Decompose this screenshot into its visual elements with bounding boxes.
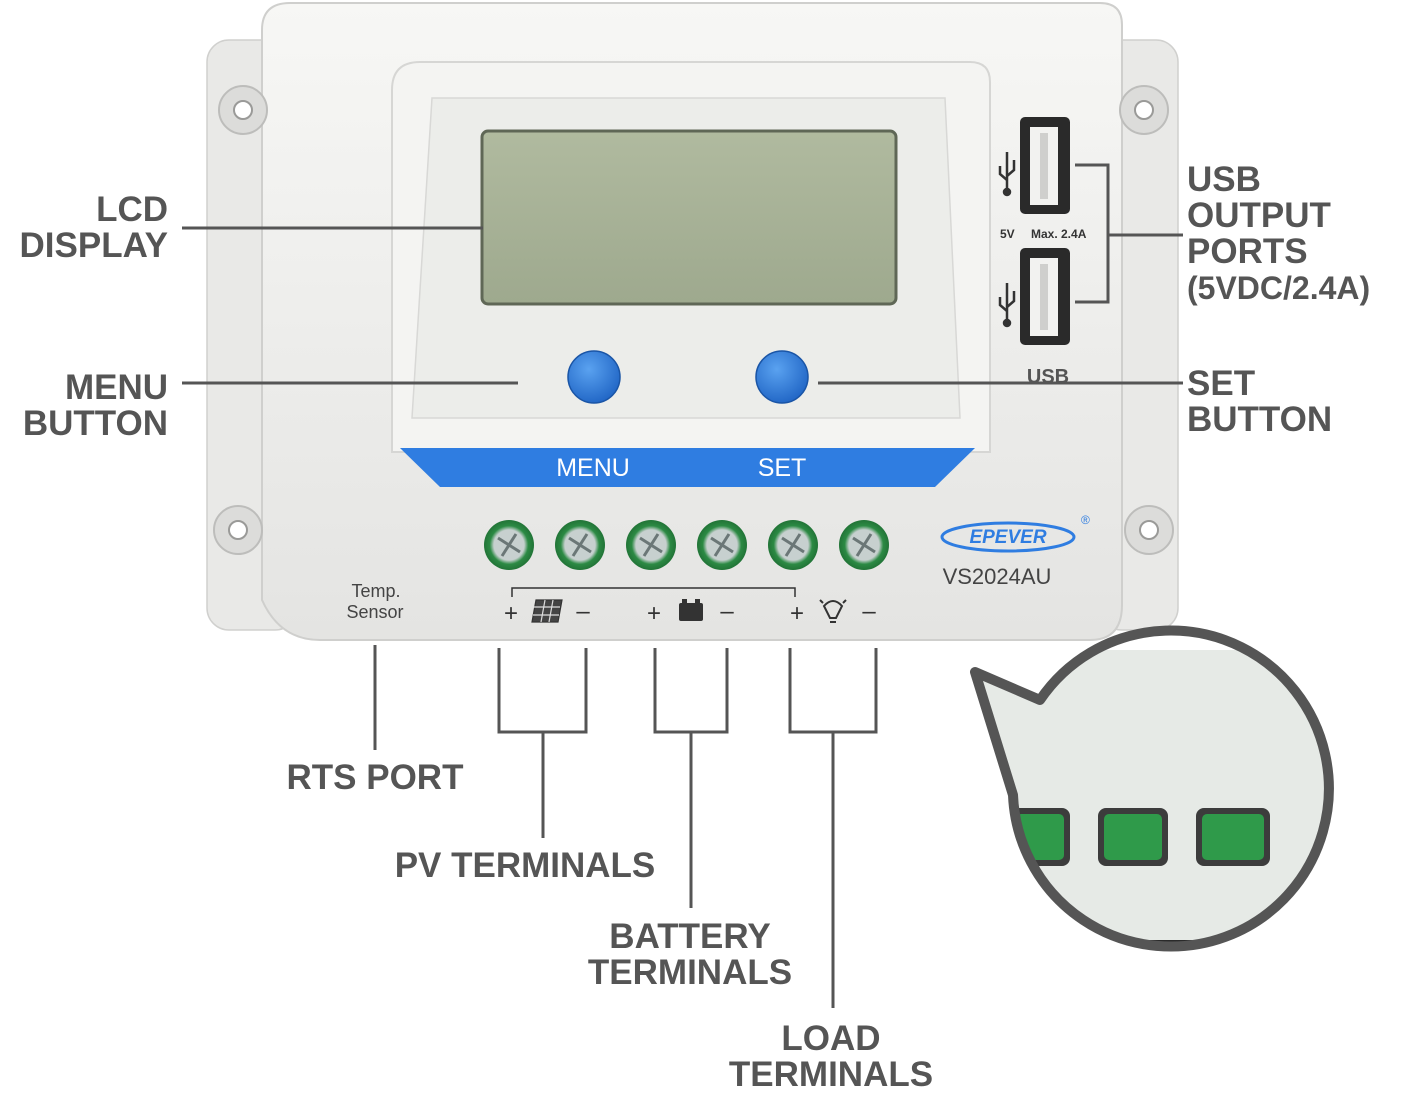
epever-logo: EPEVER ® [940,513,1090,553]
leader-load-bracket [788,648,878,734]
usb-output-ports-label-line3: PORTS [1187,232,1308,271]
pv-plus-sign: + [504,600,518,627]
mounting-hole-tl [218,85,268,135]
temp-sensor-line2: Sensor [346,602,403,622]
zoom-inset [970,625,1334,952]
menu-button-label: MENU BUTTON [23,370,168,442]
usb-spec-current: Max. 2.4A [1031,227,1087,241]
set-button-label-line1: SET [1187,364,1256,403]
set-button-label: SET BUTTON [1187,366,1332,438]
terminal-load-positive[interactable] [768,520,818,570]
solar-panel-icon [531,599,563,623]
button-label-band [400,448,975,487]
menu-button-label-line1: MENU [64,368,168,407]
zoom-terminal-slot [1098,808,1168,866]
pv-terminals-label-text: PV TERMINALS [394,846,656,885]
usb-port-2[interactable] [1020,248,1070,345]
usb-output-ports-label-line1: USB [1187,160,1261,199]
pv-terminals-label: PV TERMINALS [370,848,680,884]
lcd-display-label-line2: DISPLAY [19,226,168,265]
usb-symbol-icon [998,283,1016,328]
usb-symbol-icon [998,152,1016,197]
terminal-screws [484,520,889,570]
terminal-pv-positive[interactable] [484,520,534,570]
mounting-hole-tr [1119,85,1169,135]
load-minus-sign: – [862,598,876,625]
load-terminals-label-line1: LOAD [781,1019,881,1058]
usb-output-ports-label: USB OUTPUT PORTS (5VDC/2.4A) [1187,160,1371,307]
lcd-screen [480,129,898,306]
leader-battery-bracket [653,648,729,734]
lamp-icon [819,599,847,623]
leader-lines [182,163,1183,1008]
battery-terminals-label-line2: TERMINALS [587,953,793,992]
battery-icon [679,599,703,621]
set-button[interactable] [755,350,809,404]
terminal-battery-positive[interactable] [626,520,676,570]
battery-plus-sign: + [647,600,661,627]
menu-button[interactable] [567,350,621,404]
lcd-display-label-line1: LCD [96,190,168,229]
menu-band-label: MENU [556,454,630,482]
lcd-display-label: LCD DISPLAY [20,192,168,264]
usb-port-1[interactable] [1020,117,1070,214]
rts-port-label: RTS PORT [270,760,480,796]
mounting-hole-br [1124,505,1174,555]
usb-text: USB [1027,366,1069,388]
load-plus-sign: + [790,600,804,627]
menu-button-label-line2: BUTTON [22,404,168,443]
temp-sensor-line1: Temp. [351,581,400,601]
model-number: VS2024AU [943,564,1052,589]
terminal-battery-negative[interactable] [697,520,747,570]
usb-output-ports-label-line4: (5VDC/2.4A) [1187,270,1371,306]
usb-output-ports-label-line2: OUTPUT [1187,196,1331,235]
battery-minus-sign: – [720,598,734,625]
set-band-label: SET [758,454,807,482]
rts-port-label-text: RTS PORT [286,758,464,797]
terminal-pv-negative[interactable] [555,520,605,570]
brand-registered-mark: ® [1081,513,1090,527]
terminal-load-negative[interactable] [839,520,889,570]
usb-spec-voltage: 5V [1000,227,1015,241]
mounting-hole-bl [213,505,263,555]
load-terminals-label-line2: TERMINALS [728,1055,934,1094]
set-button-label-line2: BUTTON [1187,400,1333,439]
load-terminals-label: LOAD TERMINALS [705,1021,957,1093]
battery-terminals-label: BATTERY TERMINALS [560,919,820,991]
pv-minus-sign: – [576,598,590,625]
zoom-terminal-slot [1196,808,1270,866]
brand-text: EPEVER [969,527,1046,548]
controller-body: MENU SET 5V Max. 2.4A USB [206,2,1179,641]
terminal-legend-bracket [511,587,796,597]
battery-terminals-label-line1: BATTERY [609,917,771,956]
zoom-inset-border [970,625,1334,952]
leader-pv-bracket [497,648,588,734]
